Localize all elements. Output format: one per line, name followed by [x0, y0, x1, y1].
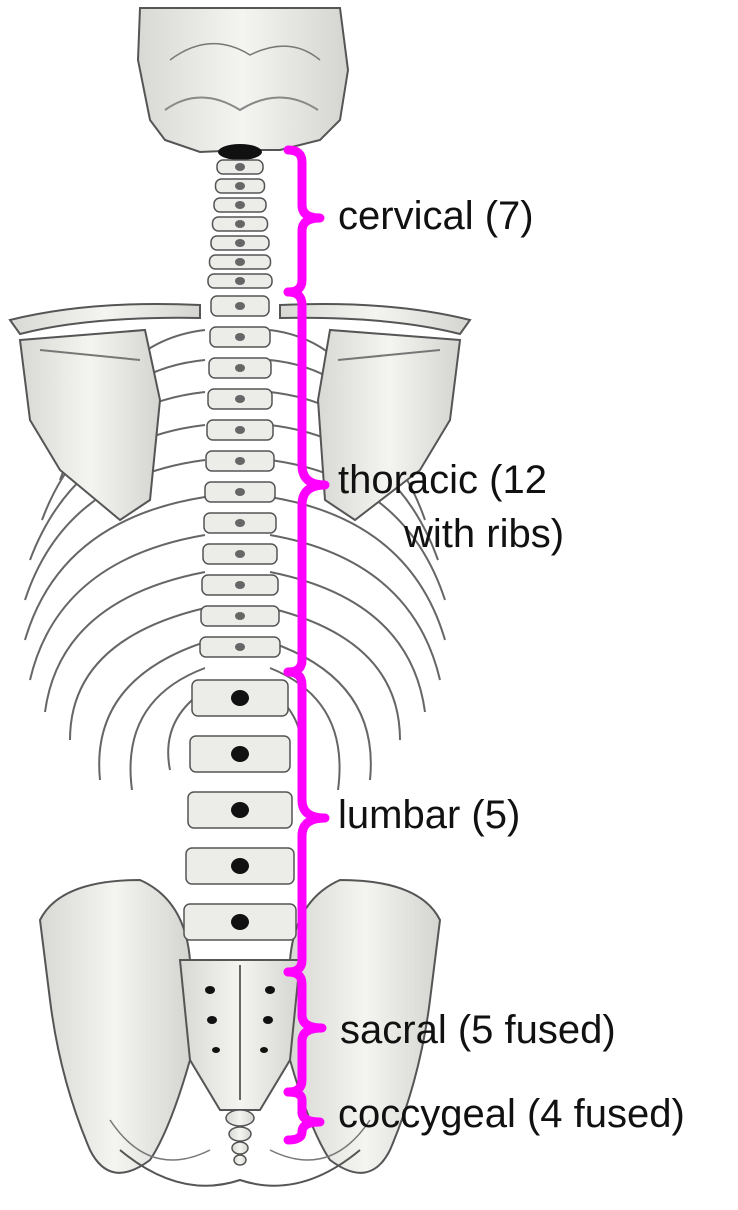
spinous-process	[231, 690, 249, 706]
sacrum	[180, 960, 300, 1110]
coccygeal-label: coccygeal (4 fused)	[338, 1094, 685, 1134]
spinous-process	[235, 364, 245, 372]
spinous-process	[235, 220, 245, 228]
spinous-process	[235, 426, 245, 434]
spinous-process	[235, 163, 245, 171]
spinous-process	[231, 746, 249, 762]
cervical-brace	[288, 150, 320, 292]
spinous-process	[235, 201, 245, 209]
spinous-process	[235, 239, 245, 247]
sacral-label: sacral (5 fused)	[340, 1010, 616, 1050]
lumbar-label: lumbar (5)	[338, 795, 520, 835]
spinous-process	[235, 258, 245, 266]
spinous-process	[235, 457, 245, 465]
spinous-process	[235, 488, 245, 496]
thoracic-label-line1: thoracic (12	[338, 460, 547, 500]
spinous-process	[231, 858, 249, 874]
spinous-process	[235, 519, 245, 527]
spinous-process	[235, 612, 245, 620]
vertebral-column	[184, 160, 296, 940]
skull	[138, 8, 348, 160]
spinous-process	[235, 643, 245, 651]
spinous-process	[231, 802, 249, 818]
thoracic-label-line2: with ribs)	[404, 514, 564, 554]
spinous-process	[235, 550, 245, 558]
spinous-process	[235, 333, 245, 341]
spinous-process	[231, 914, 249, 930]
spinous-process	[235, 302, 245, 310]
cervical-label: cervical (7)	[338, 196, 534, 236]
spinous-process	[235, 395, 245, 403]
spinous-process	[235, 581, 245, 589]
coccyx	[226, 1110, 254, 1165]
spinous-process	[235, 277, 245, 285]
spinous-process	[235, 182, 245, 190]
